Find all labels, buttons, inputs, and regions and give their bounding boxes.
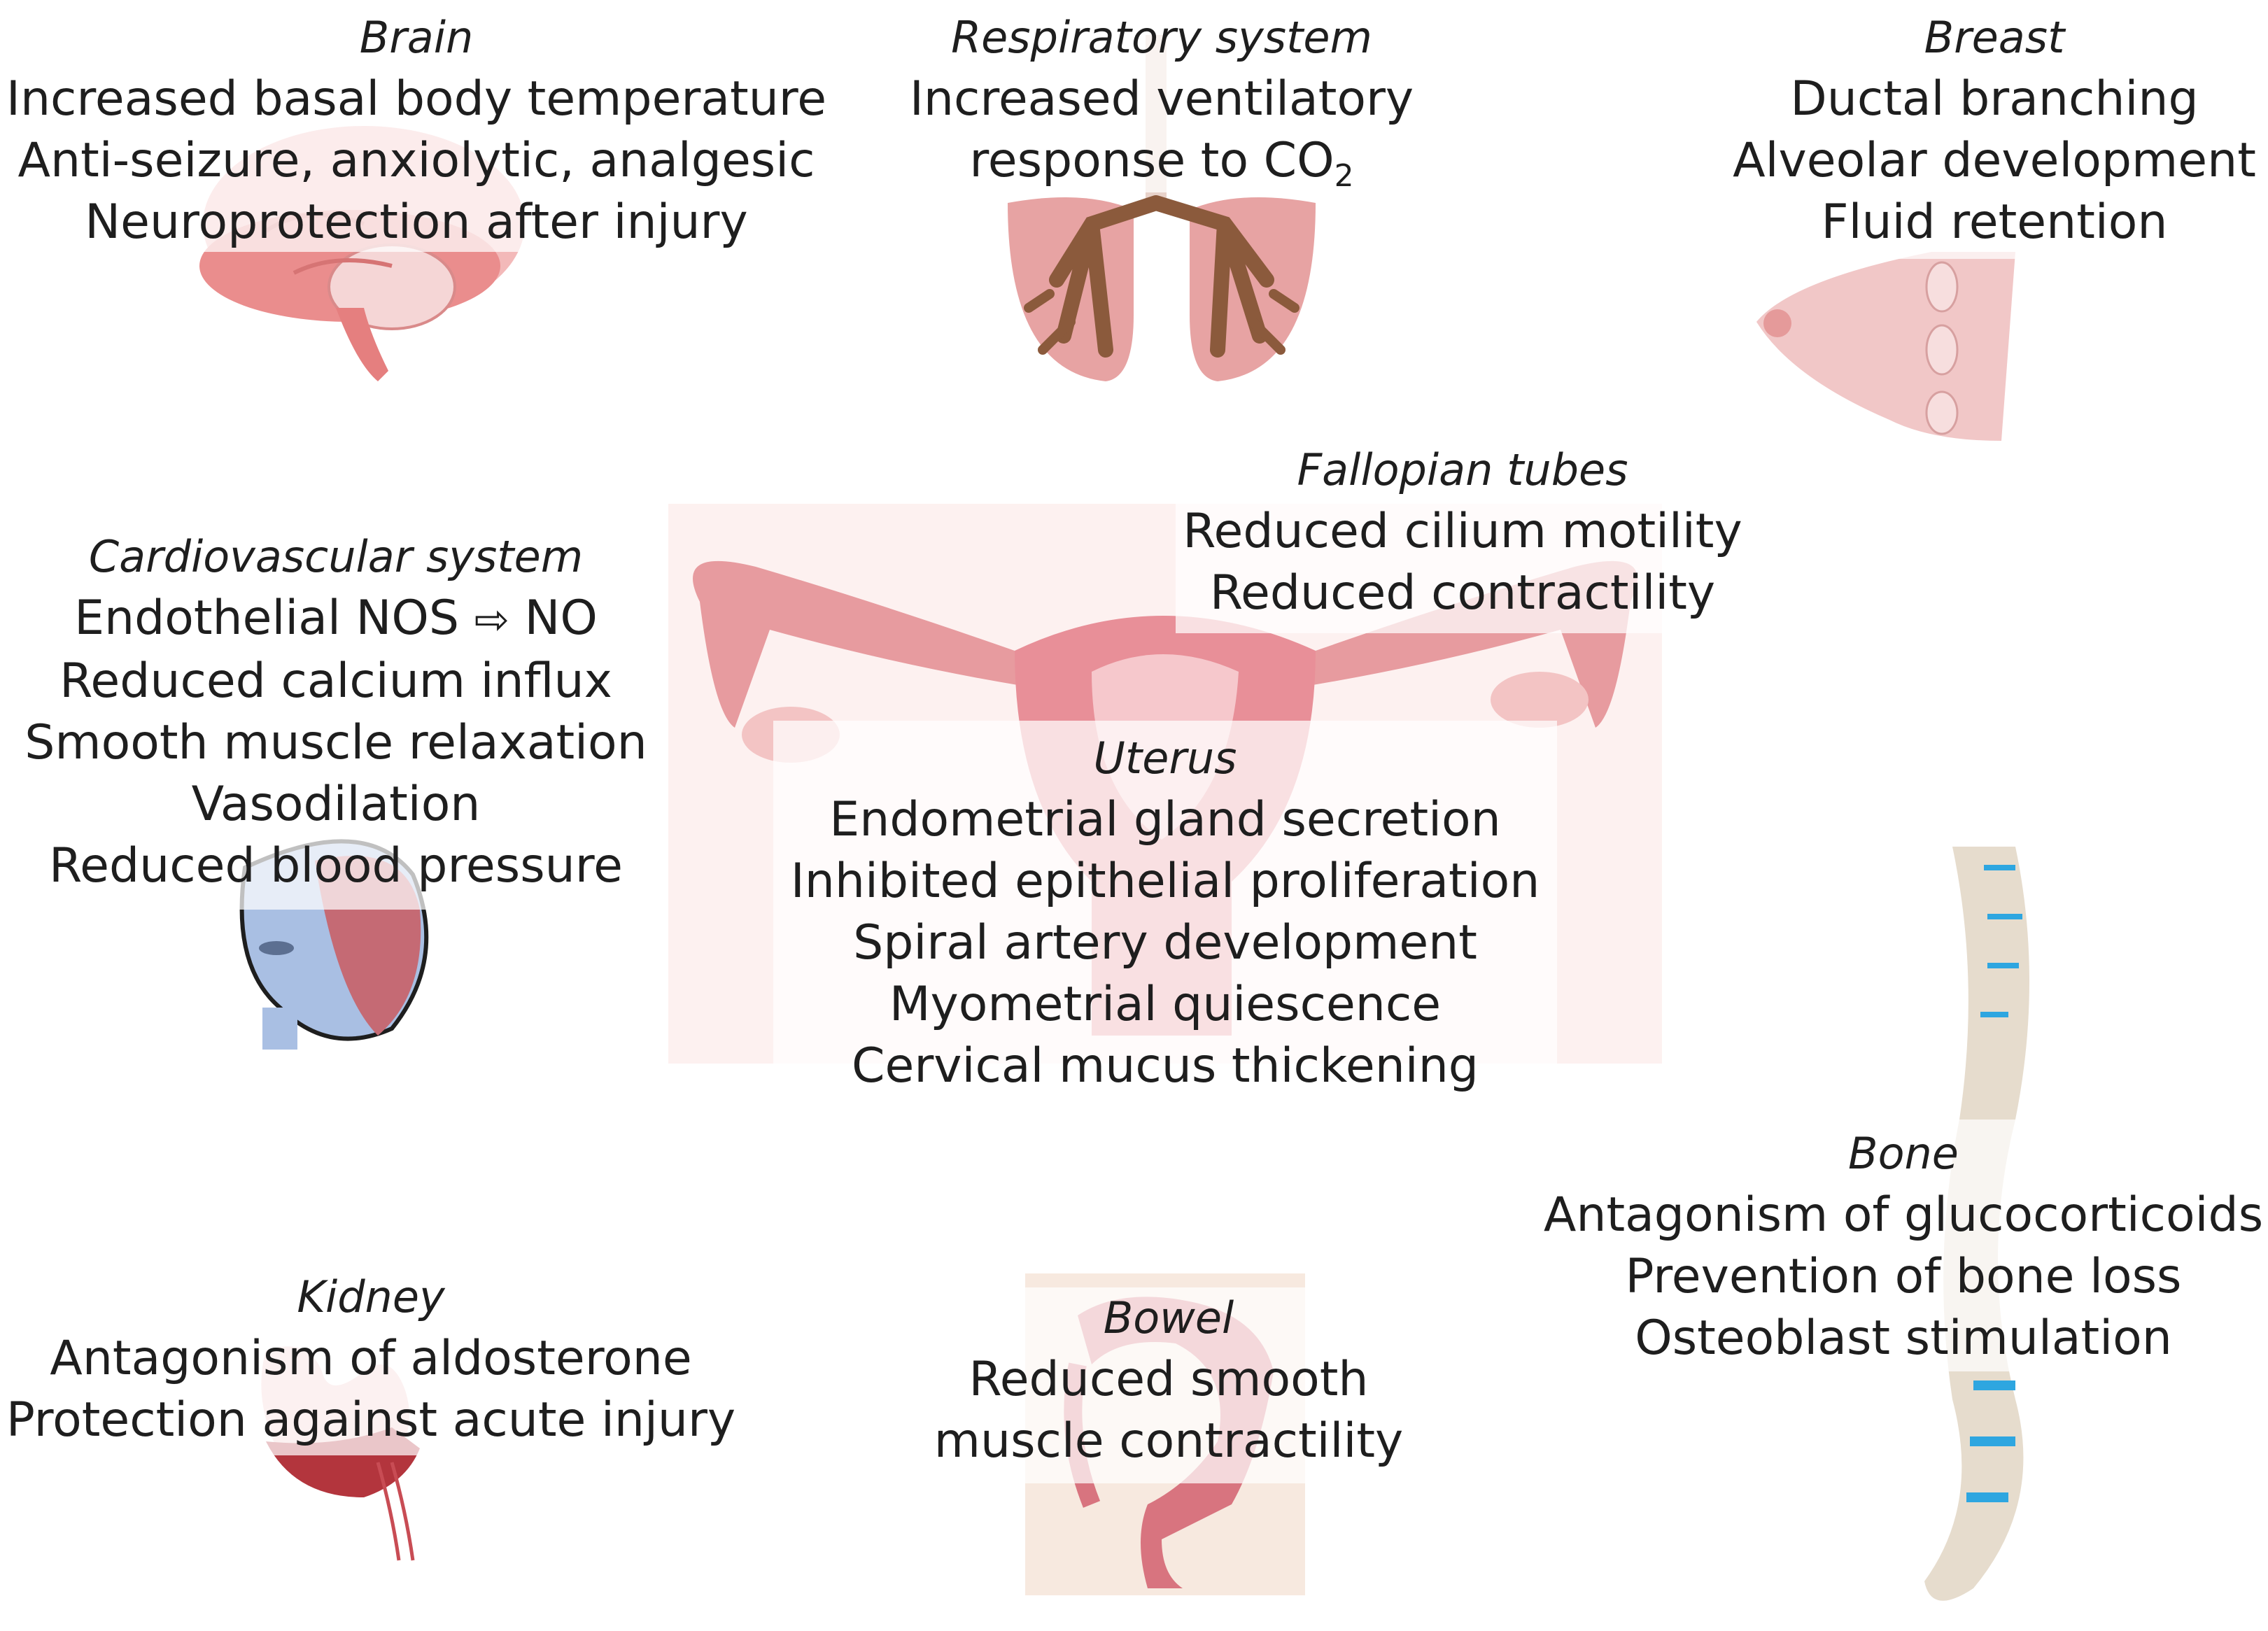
respiratory-title: Respiratory system [951,12,1372,63]
kidney-title: Kidney [297,1271,445,1322]
fallopian-title: Fallopian tubes [1297,444,1628,495]
brain-effect: Neuroprotection after injury [85,195,748,250]
breast-title: Breast [1924,12,2065,63]
cardio-title: Cardiovascular system [88,531,584,582]
breast-block: Breast Ductal branching Alveolar develop… [1721,7,2267,253]
veil-kidney [14,1266,728,1455]
cardio-effect: Vasodilation [191,777,481,832]
kidney-block: Kidney Antagonism of aldosterone Protect… [0,1266,742,1451]
veil-fallopian [1176,437,1749,633]
brain-title: Brain [359,12,474,63]
bowel-block: Bowel Reduced smooth muscle contractilit… [917,1287,1421,1472]
bone-title: Bone [1848,1128,1959,1179]
uterus-effect: Inhibited epithelial proliferation [790,854,1540,909]
fallopian-effect: Reduced cilium motility [1183,504,1742,559]
breast-effect: Alveolar development [1733,133,2256,188]
respiratory-effect: Increased ventilatory [909,71,1414,127]
bowel-effect: Reduced smooth [969,1352,1369,1407]
cardio-effect: Reduced calcium influx [59,654,612,709]
kidney-effect: Protection against acute injury [6,1392,736,1448]
cardio-block: Cardiovascular system Endothelial NOS ⇨ … [7,526,665,897]
respiratory-effect-text: response to CO [969,133,1334,188]
uterus-effect: Cervical mucus thickening [852,1038,1479,1094]
veil-cardio [21,525,651,910]
breast-effect: Ductal branching [1790,71,2199,127]
veil-bowel [931,1287,1407,1483]
bone-block: Bone Antagonism of glucocorticoids Preve… [1540,1123,2267,1369]
cardio-nos-text: Endothelial NOS [74,591,460,646]
brain-effect: Increased basal body temperature [6,71,827,127]
bowel-title: Bowel [1103,1292,1234,1343]
bone-effect: Osteoblast stimulation [1635,1311,2172,1366]
bowel-effect: muscle contractility [934,1413,1404,1469]
uterus-title: Uterus [1093,733,1237,784]
veil-breast [1732,14,2250,259]
cardio-effect: Endothelial NOS ⇨ NO [7,588,665,651]
kidney-effect: Antagonism of aldosterone [50,1331,692,1386]
bone-effect: Prevention of bone loss [1625,1249,2182,1304]
co2-subscript: 2 [1334,158,1354,194]
brain-block: Brain Increased basal body temperature A… [0,7,833,253]
uterus-effect: Myometrial quiescence [889,977,1442,1032]
cardio-effect: Smooth muscle relaxation [24,715,647,770]
fallopian-effect: Reduced contractility [1209,565,1716,621]
respiratory-effect: response to CO2 [882,130,1442,192]
cardio-no-text: NO [524,591,598,646]
brain-effect: Anti-seizure, anxiolytic, analgesic [17,133,815,188]
uterus-effect: Spiral artery development [853,915,1477,970]
veil-respiratory [917,14,1407,192]
breast-effect: Fluid retention [1821,195,2168,250]
respiratory-block: Respiratory system Increased ventilatory… [882,7,1442,192]
veil-uterus [773,721,1557,1099]
uterus-effect: Endometrial gland secretion [829,792,1501,847]
fallopian-block: Fallopian tubes Reduced cilium motility … [1162,439,1763,624]
veil-brain [21,14,826,252]
bone-effect: Antagonism of glucocorticoids [1543,1187,2264,1243]
arrow-right-icon: ⇨ [474,595,509,644]
breast-illustration [1756,252,2015,441]
cardio-effect: Reduced blood pressure [48,838,624,894]
veil-bone [1554,1120,2253,1371]
uterus-block: Uterus Endometrial gland secretion Inhib… [756,728,1575,1097]
